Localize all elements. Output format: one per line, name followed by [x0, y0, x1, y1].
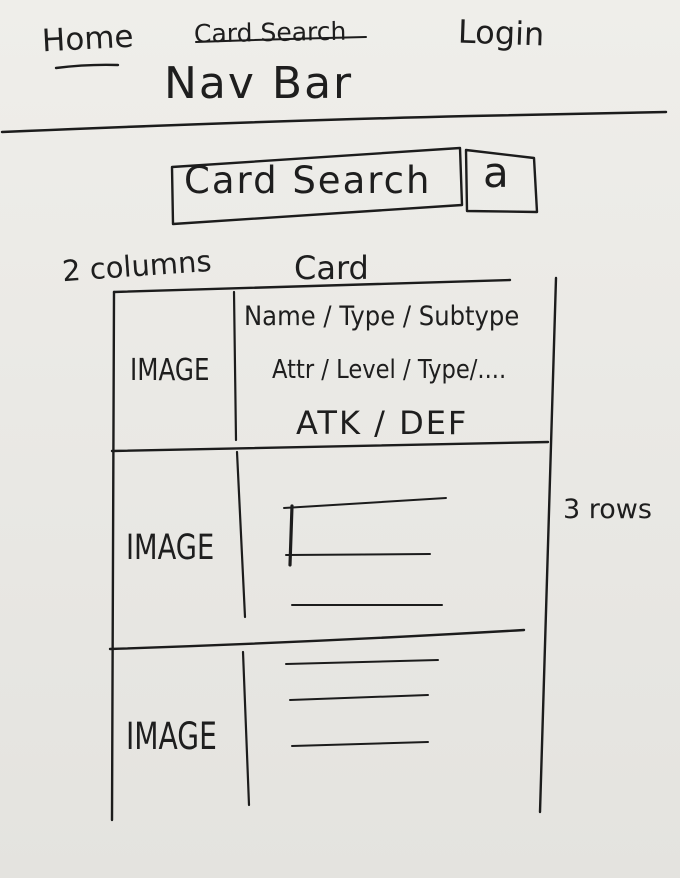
- card-image-2: IMAGE: [116, 455, 242, 620]
- nav-link-home[interactable]: Home: [41, 18, 135, 60]
- columns-annotation: 2 columns: [60, 243, 213, 289]
- nav-link-login[interactable]: Login: [457, 12, 545, 54]
- card-image-1: IMAGE: [118, 300, 232, 440]
- card-name-type-subtype: Name / Type / Subtype: [244, 301, 520, 332]
- card-header-label: Card: [294, 249, 369, 287]
- card-attr-level-type: Attr / Level / Type/....: [272, 355, 507, 385]
- rows-annotation: 3 rows: [563, 494, 652, 525]
- card-search-placeholder: Card Search: [184, 159, 432, 202]
- card-search-input[interactable]: Card Search: [170, 152, 462, 222]
- card-image-3: IMAGE: [118, 650, 240, 810]
- card-image-label: IMAGE: [130, 353, 210, 388]
- card-image-label: IMAGE: [126, 528, 215, 568]
- nav-bar-annotation: Nav Bar: [164, 58, 354, 109]
- search-icon: a: [483, 148, 509, 197]
- nav-link-card-search[interactable]: Card Search: [193, 16, 347, 49]
- card-atk-def: ATK / DEF: [296, 404, 469, 442]
- search-button[interactable]: a: [465, 150, 537, 214]
- card-image-label: IMAGE: [126, 715, 217, 758]
